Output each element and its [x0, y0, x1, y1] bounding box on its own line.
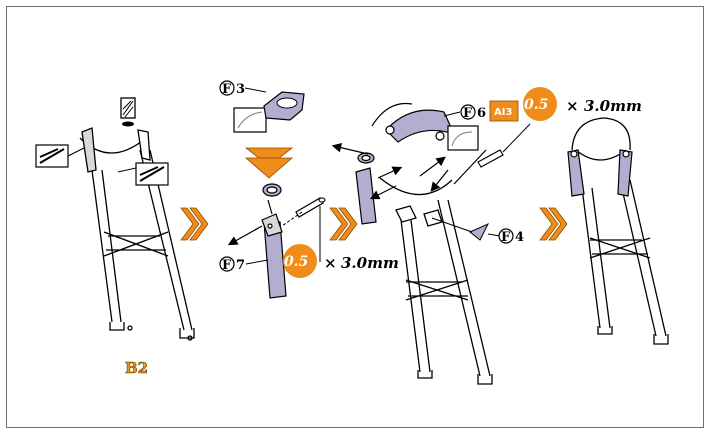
- drill-bit-icon: [120, 97, 136, 127]
- next-arrow-3: [539, 207, 568, 241]
- svg-text:F: F: [222, 258, 232, 273]
- next-arrow-2: [329, 207, 358, 241]
- svg-text:4: 4: [515, 230, 524, 245]
- part-f3-icon: [233, 91, 305, 133]
- svg-text:3: 3: [236, 82, 245, 97]
- svg-text:3.0mm: 3.0mm: [584, 97, 642, 115]
- panel-4-levers: [567, 149, 633, 197]
- svg-text:×: ×: [566, 97, 579, 115]
- pin-spec-2: 0.5 × 3.0mm: [523, 87, 642, 121]
- svg-text:AI3: AI3: [494, 107, 512, 118]
- part-f3-label: F 3: [219, 80, 267, 97]
- down-arrow: [244, 147, 294, 179]
- panel-3-arrows: [331, 142, 487, 200]
- svg-text:×: ×: [324, 254, 337, 272]
- part-f7-lever-left: [355, 152, 377, 225]
- part-f4-label: F 4: [431, 217, 524, 245]
- panel-3-frame: [379, 177, 493, 385]
- panel-1-base-frame: [79, 127, 195, 341]
- pin-spec-1: 0.5 × 3.0mm: [283, 244, 399, 278]
- svg-text:0.5: 0.5: [524, 97, 548, 113]
- next-arrow-1: [180, 207, 209, 241]
- ai-badge: AI3: [489, 100, 519, 122]
- part-f6-detail-icon: [447, 125, 479, 151]
- svg-text:F: F: [222, 82, 232, 97]
- part-f7-piece: [261, 183, 287, 299]
- part-tag-right-icon: [117, 162, 169, 186]
- svg-text:3.0mm: 3.0mm: [341, 254, 399, 272]
- part-f7-label: F 7: [219, 256, 269, 273]
- part-tag-left-icon: [35, 144, 85, 168]
- pin-icon: [281, 197, 326, 262]
- svg-text:0.5: 0.5: [284, 254, 308, 270]
- svg-text:6: 6: [477, 106, 486, 121]
- step-label: B2: [125, 359, 148, 377]
- svg-text:F: F: [463, 106, 473, 121]
- pin-icon-2: [477, 123, 531, 168]
- direction-arrow-1: [227, 225, 263, 246]
- part-f6-band: [371, 102, 456, 143]
- part-f6-label: F 6: [443, 104, 486, 121]
- svg-text:F: F: [501, 230, 511, 245]
- diagram-frame: [6, 6, 704, 428]
- svg-text:7: 7: [236, 258, 245, 273]
